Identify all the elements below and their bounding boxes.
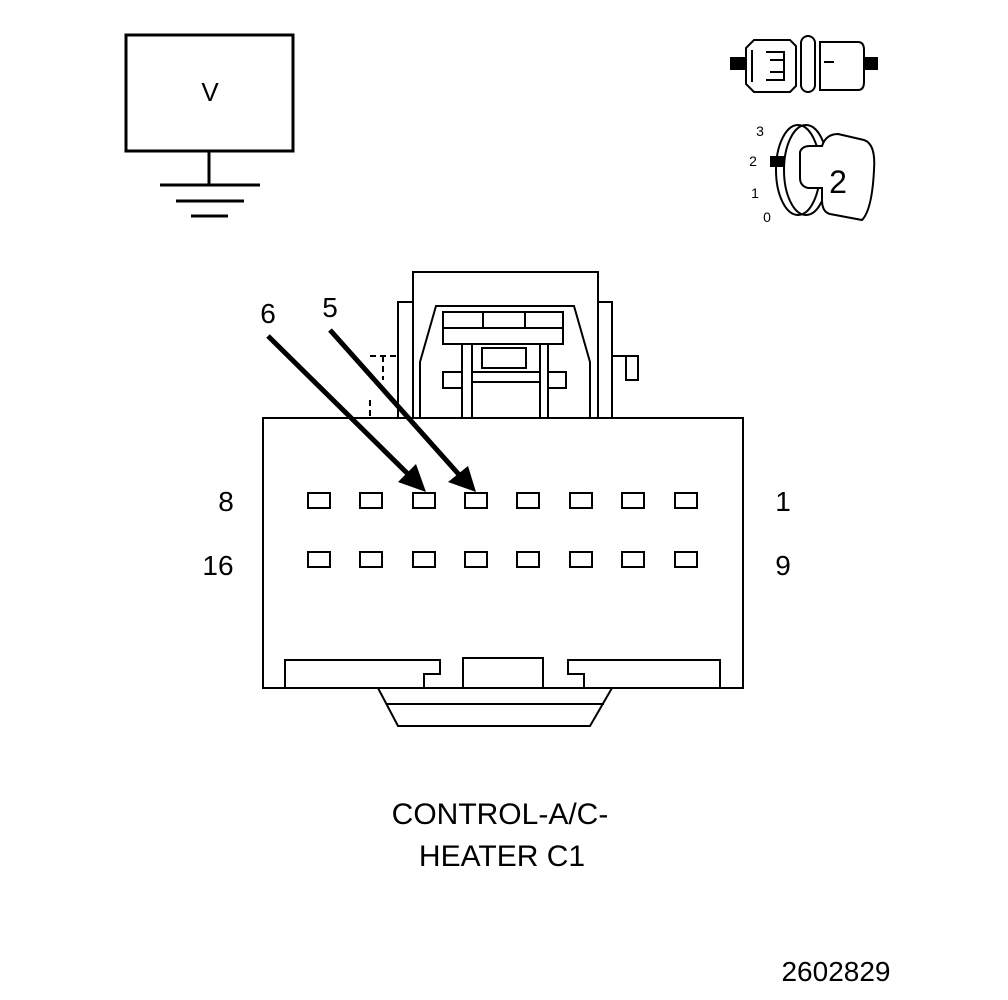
pin-cavity-1 (674, 492, 698, 509)
ignition-key-icon: 3 2 1 0 2 (749, 123, 876, 225)
connector-name-line2: HEATER C1 (419, 840, 585, 873)
key-position-3: 3 (756, 123, 764, 139)
pin-cavity-8 (307, 492, 331, 509)
voltmeter-label: V (201, 77, 219, 107)
ground-icon (160, 151, 260, 218)
pin-6-callout-arrow (266, 334, 426, 492)
row-label-8: 8 (218, 486, 234, 517)
key-selected-position: 2 (829, 164, 847, 200)
pin-cavity-5 (464, 492, 488, 509)
pin-cavity-6 (412, 492, 436, 509)
pin-cavity-2 (621, 492, 645, 509)
row-label-16: 16 (202, 550, 233, 581)
pin-cavity-7 (359, 492, 383, 509)
row-label-9: 9 (775, 550, 791, 581)
disconnected-connector-icon (730, 35, 878, 93)
key-position-1: 1 (751, 185, 759, 201)
pin-cavity-3 (569, 492, 593, 509)
key-position-2: 2 (749, 153, 757, 169)
pin-5-callout-arrow (328, 328, 476, 492)
pin-6-callout-label: 6 (260, 298, 276, 329)
pin-cavity-4 (516, 492, 540, 509)
pin-cavity-9 (674, 551, 698, 568)
pin-cavity-13 (464, 551, 488, 568)
connector-face (262, 271, 744, 727)
pin-cavity-14 (412, 551, 436, 568)
figure-id: 2602829 (781, 956, 890, 987)
key-position-0: 0 (763, 209, 771, 225)
voltmeter-symbol: V (124, 33, 295, 218)
pin-grid (307, 492, 698, 568)
connector-name-line1: CONTROL-A/C- (392, 798, 609, 831)
pin-5-callout-label: 5 (322, 292, 338, 323)
pin-cavity-11 (569, 551, 593, 568)
pin-cavity-10 (621, 551, 645, 568)
pin-cavity-16 (307, 551, 331, 568)
row-label-1: 1 (775, 486, 791, 517)
pin-cavity-12 (516, 551, 540, 568)
pin-cavity-15 (359, 551, 383, 568)
